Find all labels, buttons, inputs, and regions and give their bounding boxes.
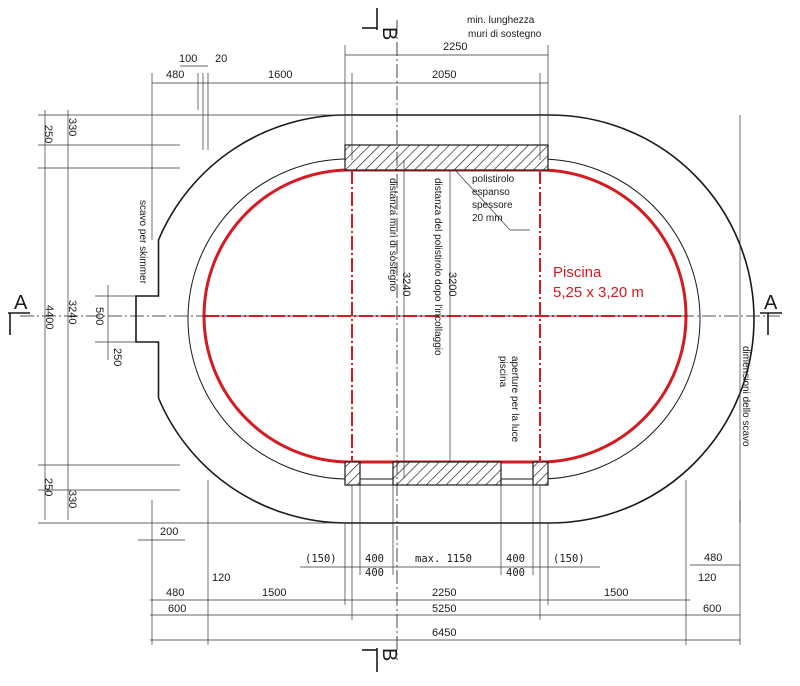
dim-2250-top: 2250 — [443, 41, 467, 53]
wall-block-bottom-center — [392, 461, 502, 486]
left-dimensions — [38, 110, 345, 524]
dim-250-mid: 250 — [111, 348, 123, 366]
note-polystyrene-1: polistirolo — [472, 174, 515, 185]
retaining-wall-outline — [187, 158, 701, 480]
dim-4400: 4400 — [43, 305, 55, 329]
dim-2050: 2050 — [432, 69, 456, 81]
dim-400-c: 400 — [506, 553, 525, 565]
note-light-openings-2: piscina — [497, 356, 508, 388]
section-a-left-marker: A — [8, 292, 30, 335]
dim-500: 500 — [93, 307, 105, 325]
svg-text:B: B — [378, 27, 400, 40]
svg-text:A: A — [14, 292, 28, 314]
svg-text:A: A — [764, 292, 778, 314]
note-light-openings-1: aperture per la luce — [509, 356, 520, 443]
dim-250-top: 250 — [42, 125, 54, 143]
dim-1500-right: 1500 — [604, 587, 628, 599]
dim-250-bottom: 250 — [42, 478, 54, 496]
dim-5250: 5250 — [432, 603, 456, 615]
section-a-right-marker: A — [760, 292, 782, 335]
note-polystyrene-3: spessore — [472, 200, 513, 211]
note-polystyrene-distance: distanza del polistirolo dopo l'incollag… — [432, 178, 443, 356]
dim-150-left: (150) — [305, 553, 337, 565]
dim-150-right: (150) — [553, 553, 585, 565]
section-b-bottom-marker: B — [362, 648, 400, 672]
dim-480-top: 480 — [166, 69, 184, 81]
excavation-outline — [135, 114, 755, 524]
wall-block-bottom-right — [532, 461, 549, 486]
note-polystyrene-2: espanso — [472, 187, 510, 198]
pool-title-line2: 5,25 x 3,20 m — [553, 284, 644, 301]
section-b-top-marker: B — [362, 8, 400, 40]
note-excavation: dimensioni dello scavo — [740, 346, 751, 447]
dim-3240-inner: 3240 — [400, 272, 412, 296]
dim-600-right: 600 — [703, 603, 721, 615]
dim-max-1150: max. 1150 — [415, 553, 472, 565]
top-dimensions — [151, 45, 549, 240]
note-skimmer: scavo per skimmer — [137, 200, 148, 285]
bottom-dimensions — [138, 480, 741, 645]
dim-20: 20 — [215, 53, 227, 65]
svg-text:B: B — [378, 648, 400, 661]
note-min-walls-1: min. lunghezza — [467, 15, 535, 26]
pool-title-line1: Piscina — [553, 264, 602, 281]
dim-480-left: 480 — [166, 587, 184, 599]
wall-block-top — [344, 144, 549, 171]
dim-120-right: 120 — [698, 572, 716, 584]
dim-330-bottom: 330 — [66, 490, 78, 508]
dim-400-b: 400 — [365, 567, 384, 579]
dim-200: 200 — [160, 526, 178, 538]
dim-400-a: 400 — [365, 553, 384, 565]
dim-6450: 6450 — [432, 627, 456, 639]
note-wall-distance: distanza muri di sostegno — [387, 178, 398, 292]
note-polystyrene-4: 20 mm — [472, 213, 503, 224]
dim-120-left: 120 — [212, 572, 230, 584]
dim-3240-left: 3240 — [66, 300, 78, 324]
dim-2250-bottom: 2250 — [432, 587, 456, 599]
dim-600-left: 600 — [168, 603, 186, 615]
dim-100: 100 — [179, 53, 197, 65]
dim-1600: 1600 — [268, 69, 292, 81]
dim-330-top: 330 — [66, 118, 78, 136]
note-min-walls-2: muri di sostegno — [468, 29, 542, 40]
dim-400-d: 400 — [506, 567, 525, 579]
dim-480-right: 480 — [704, 552, 722, 564]
dim-1500-left: 1500 — [262, 587, 286, 599]
dim-3200-inner: 3200 — [446, 272, 458, 296]
wall-block-bottom-left — [344, 461, 361, 486]
